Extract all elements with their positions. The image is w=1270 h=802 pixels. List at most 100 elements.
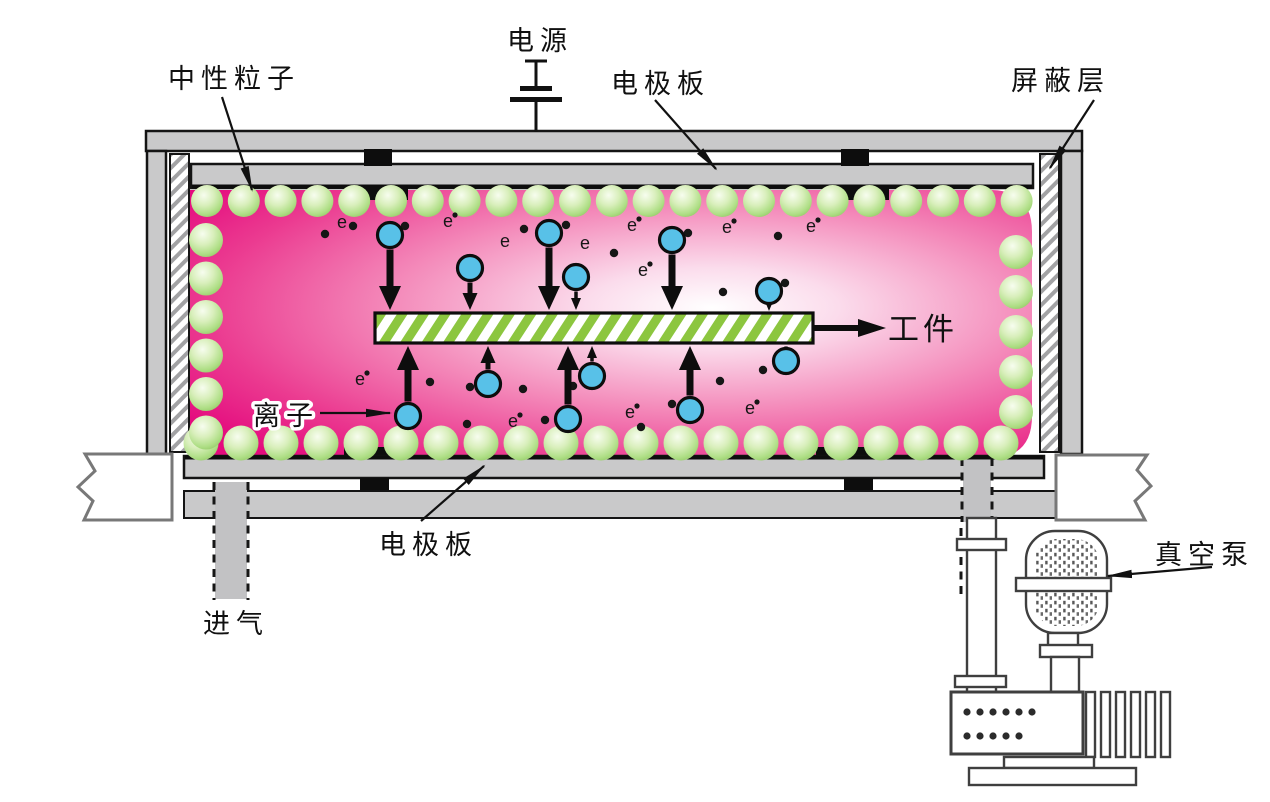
pump-collar [1038,643,1094,659]
neutral-particle-sphere [189,300,223,334]
neutral-particle-sphere [999,235,1033,269]
electron-label: e [580,233,590,253]
label-power: 电源 [507,26,573,56]
ion-arrowhead [661,286,683,310]
neutral-particle-sphere [669,185,702,217]
neutral-particle-sphere [999,315,1033,349]
electron-dot [519,224,529,234]
neutral-particle-sphere [189,338,223,373]
label-ion: 离子 [253,401,319,431]
chamber-lid [144,129,1084,153]
label-vacuum-pump: 真空泵 [1155,540,1254,570]
electron-sup-dot [815,217,821,223]
neutral-particle-sphere [706,185,739,217]
insulator-block [364,149,392,166]
callout-neutral-particle [220,96,254,192]
neutral-particle-sphere [623,425,659,461]
neutral-particle-sphere [522,185,555,217]
ion-particle [553,404,583,434]
neutral-particle-sphere [423,425,459,461]
electron-label: e [638,260,648,280]
pump-fins [1084,690,1172,759]
pump-base-lower [967,766,1138,787]
chamber-right-wall [1059,149,1084,456]
ion-particle [561,262,591,292]
shield-layer-right [1039,153,1060,453]
neutral-particle-sphere [999,275,1033,309]
electrode-plate-top [189,162,1035,190]
neutral-particle-sphere [463,425,499,461]
electron-dot [400,221,410,231]
neutral-particle-sphere [853,185,886,217]
electron-sup-dot [731,218,737,224]
neutral-particle-sphere [191,185,223,217]
label-electrode-top: 电极板 [611,69,710,99]
callout-shield-layer [1048,99,1095,170]
electron-sup-dot [754,399,760,405]
electron-sup-dot [634,403,640,409]
callout-vacuum-pump [1106,565,1213,579]
ion-particle [577,361,607,391]
insulator-block [841,149,869,166]
neutral-particle-sphere [303,425,339,461]
electron-dot [758,365,768,375]
neutral-particle-sphere [485,185,518,217]
workpiece-bar [373,311,815,345]
pump-dot [1002,708,1010,716]
electron-label: e [745,398,755,418]
neutral-particle-sphere [189,415,223,450]
chamber-left-wall [145,149,168,456]
electron-dot [348,221,358,231]
neutral-particle-sphere [227,185,260,217]
chamber-base-plate [183,490,1059,519]
label-shield-layer: 屏蔽层 [1011,66,1110,96]
pump-dot [989,708,997,716]
electron-sup-dot [364,370,370,376]
electron-dot [609,248,619,258]
pump-outlet-pipe [1049,655,1081,696]
electron-sup-dot [647,261,653,267]
ion-particle [375,220,405,250]
pump-fin [1159,690,1172,759]
ion-particle [473,369,503,399]
electron-sup-dot [452,212,458,218]
neutral-particle-sphere [383,425,419,461]
electron-label: e [625,402,635,422]
pump-dot [976,732,984,740]
neutral-particle-sphere [863,425,899,461]
pipe-flange [955,537,1008,552]
ion-arrowhead [571,298,581,310]
pump-band [1014,576,1113,593]
neutral-particle-sphere [983,425,1019,461]
pump-body-dots [963,708,1036,740]
neutral-particle-sphere [743,425,779,461]
neutral-particle-sphere [263,425,299,461]
neutral-particle-sphere [503,425,539,461]
neutral-particle-sphere [743,185,775,217]
electron-label: e [508,411,518,431]
neutral-particle-sphere [189,377,223,411]
ion-particle [455,253,485,283]
neutral-particle-sphere [583,425,619,461]
electron-label: e [443,211,453,231]
electron-dot [540,415,550,425]
pump-dot [1002,732,1010,740]
electron-dot [561,220,571,230]
ion-arrowhead [557,346,579,370]
pump-dot [989,732,997,740]
ion-arrowhead [397,346,419,370]
ions [375,218,801,434]
neutral-particle-sphere [301,185,334,217]
neutral-particle-sphere [927,185,959,217]
insulator-block [360,478,389,491]
workpiece-arrowhead [858,319,886,337]
label-neutral-particle: 中性粒子 [168,64,300,94]
electron-dot [683,228,693,238]
label-electrode-bottom: 电极板 [379,530,478,560]
electron-label: e [806,216,816,236]
electron-dot [320,229,330,239]
electron-dot [715,376,725,386]
ion-particle [754,276,784,306]
electron-dot [636,422,646,432]
